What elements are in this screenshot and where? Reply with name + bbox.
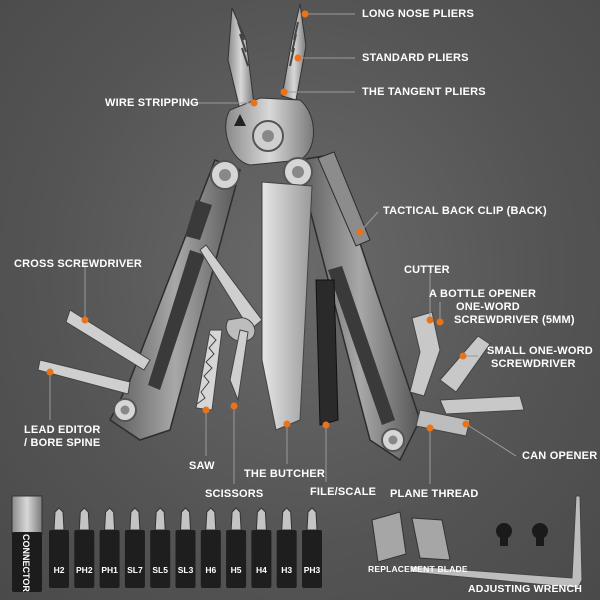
bit-ph2 bbox=[74, 507, 95, 588]
bit-label: PH1 bbox=[101, 565, 118, 575]
label-file-scale: FILE/SCALE bbox=[310, 486, 377, 498]
label-the-butcher: THE BUTCHER bbox=[244, 468, 326, 480]
bit-sl5 bbox=[150, 507, 171, 588]
label-tactical-back-clip: TACTICAL BACK CLIP (BACK) bbox=[383, 205, 547, 217]
file-tool bbox=[315, 279, 339, 426]
bit-label: PH3 bbox=[303, 565, 321, 575]
bit-label: H3 bbox=[281, 565, 293, 575]
bit-ph1 bbox=[99, 507, 120, 588]
cross-screwdriver-tool bbox=[65, 309, 151, 371]
bit-label: H5 bbox=[230, 565, 242, 575]
label-saw: SAW bbox=[189, 460, 215, 472]
bit-label: SL3 bbox=[177, 565, 194, 575]
label-replacement-blade: REPLACEMENT BLADE bbox=[368, 564, 468, 574]
label-standard-pliers: STANDARD PLIERS bbox=[362, 52, 469, 64]
bit-label: H6 bbox=[205, 565, 217, 575]
label-cutter: CUTTER bbox=[404, 264, 450, 276]
label-plane-thread: PLANE THREAD bbox=[390, 488, 479, 500]
bit-label: PH2 bbox=[76, 565, 93, 575]
label-lead-editor-line2: / BORE SPINE bbox=[24, 437, 101, 449]
bit-ph3 bbox=[302, 507, 322, 588]
label-wire-stripping: WIRE STRIPPING bbox=[105, 97, 199, 109]
replacement-blades bbox=[371, 511, 451, 563]
label-bottle-opener: A BOTTLE OPENER bbox=[429, 288, 537, 300]
bit-label: H4 bbox=[255, 565, 267, 575]
label-long-nose-pliers: LONG NOSE PLIERS bbox=[362, 8, 474, 20]
label-can-opener: CAN OPENER bbox=[522, 450, 598, 462]
label-scissors: SCISSORS bbox=[205, 488, 264, 500]
label-small-one-word-line1: SMALL ONE-WORD bbox=[487, 345, 593, 357]
callout-dots bbox=[46, 10, 470, 432]
bit-sl7 bbox=[124, 507, 145, 588]
bit-h2 bbox=[49, 507, 69, 588]
label-one-word-screwdriver-line1: ONE-WORD bbox=[456, 301, 520, 313]
lead-editor-tool bbox=[37, 359, 131, 395]
saw-tool bbox=[195, 329, 223, 411]
bit-sl3 bbox=[175, 507, 196, 588]
bit-h3 bbox=[276, 507, 297, 588]
spare-screws bbox=[496, 523, 548, 546]
bit-label: SL5 bbox=[152, 565, 168, 575]
bit-h6 bbox=[200, 507, 221, 588]
adjusting-wrench bbox=[409, 495, 583, 589]
callout-lines bbox=[49, 13, 517, 484]
right-handle bbox=[283, 151, 421, 462]
label-cross-screwdriver: CROSS SCREWDRIVER bbox=[14, 258, 143, 270]
scissors-tool bbox=[199, 244, 263, 402]
pliers-jaws bbox=[225, 3, 314, 166]
bit-label: H2 bbox=[53, 565, 65, 575]
connector-bit-holder bbox=[11, 495, 43, 592]
label-tangent-pliers: THE TANGENT PLIERS bbox=[362, 86, 486, 98]
connector-label: CONNECTOR bbox=[21, 534, 31, 592]
label-lead-editor-line1: LEAD EDITOR bbox=[24, 424, 101, 436]
bit-h4 bbox=[251, 507, 272, 588]
screwdriver-bits bbox=[49, 507, 322, 588]
butcher-blade bbox=[261, 181, 313, 431]
label-one-word-screwdriver-line2: SCREWDRIVER (5MM) bbox=[454, 314, 575, 326]
right-side-tools bbox=[409, 311, 525, 437]
left-handle bbox=[109, 159, 241, 441]
bit-label: SL7 bbox=[127, 565, 143, 575]
label-small-one-word-line2: SCREWDRIVER bbox=[491, 358, 576, 370]
bit-h5 bbox=[226, 507, 247, 588]
label-adjusting-wrench: ADJUSTING WRENCH bbox=[468, 583, 583, 595]
